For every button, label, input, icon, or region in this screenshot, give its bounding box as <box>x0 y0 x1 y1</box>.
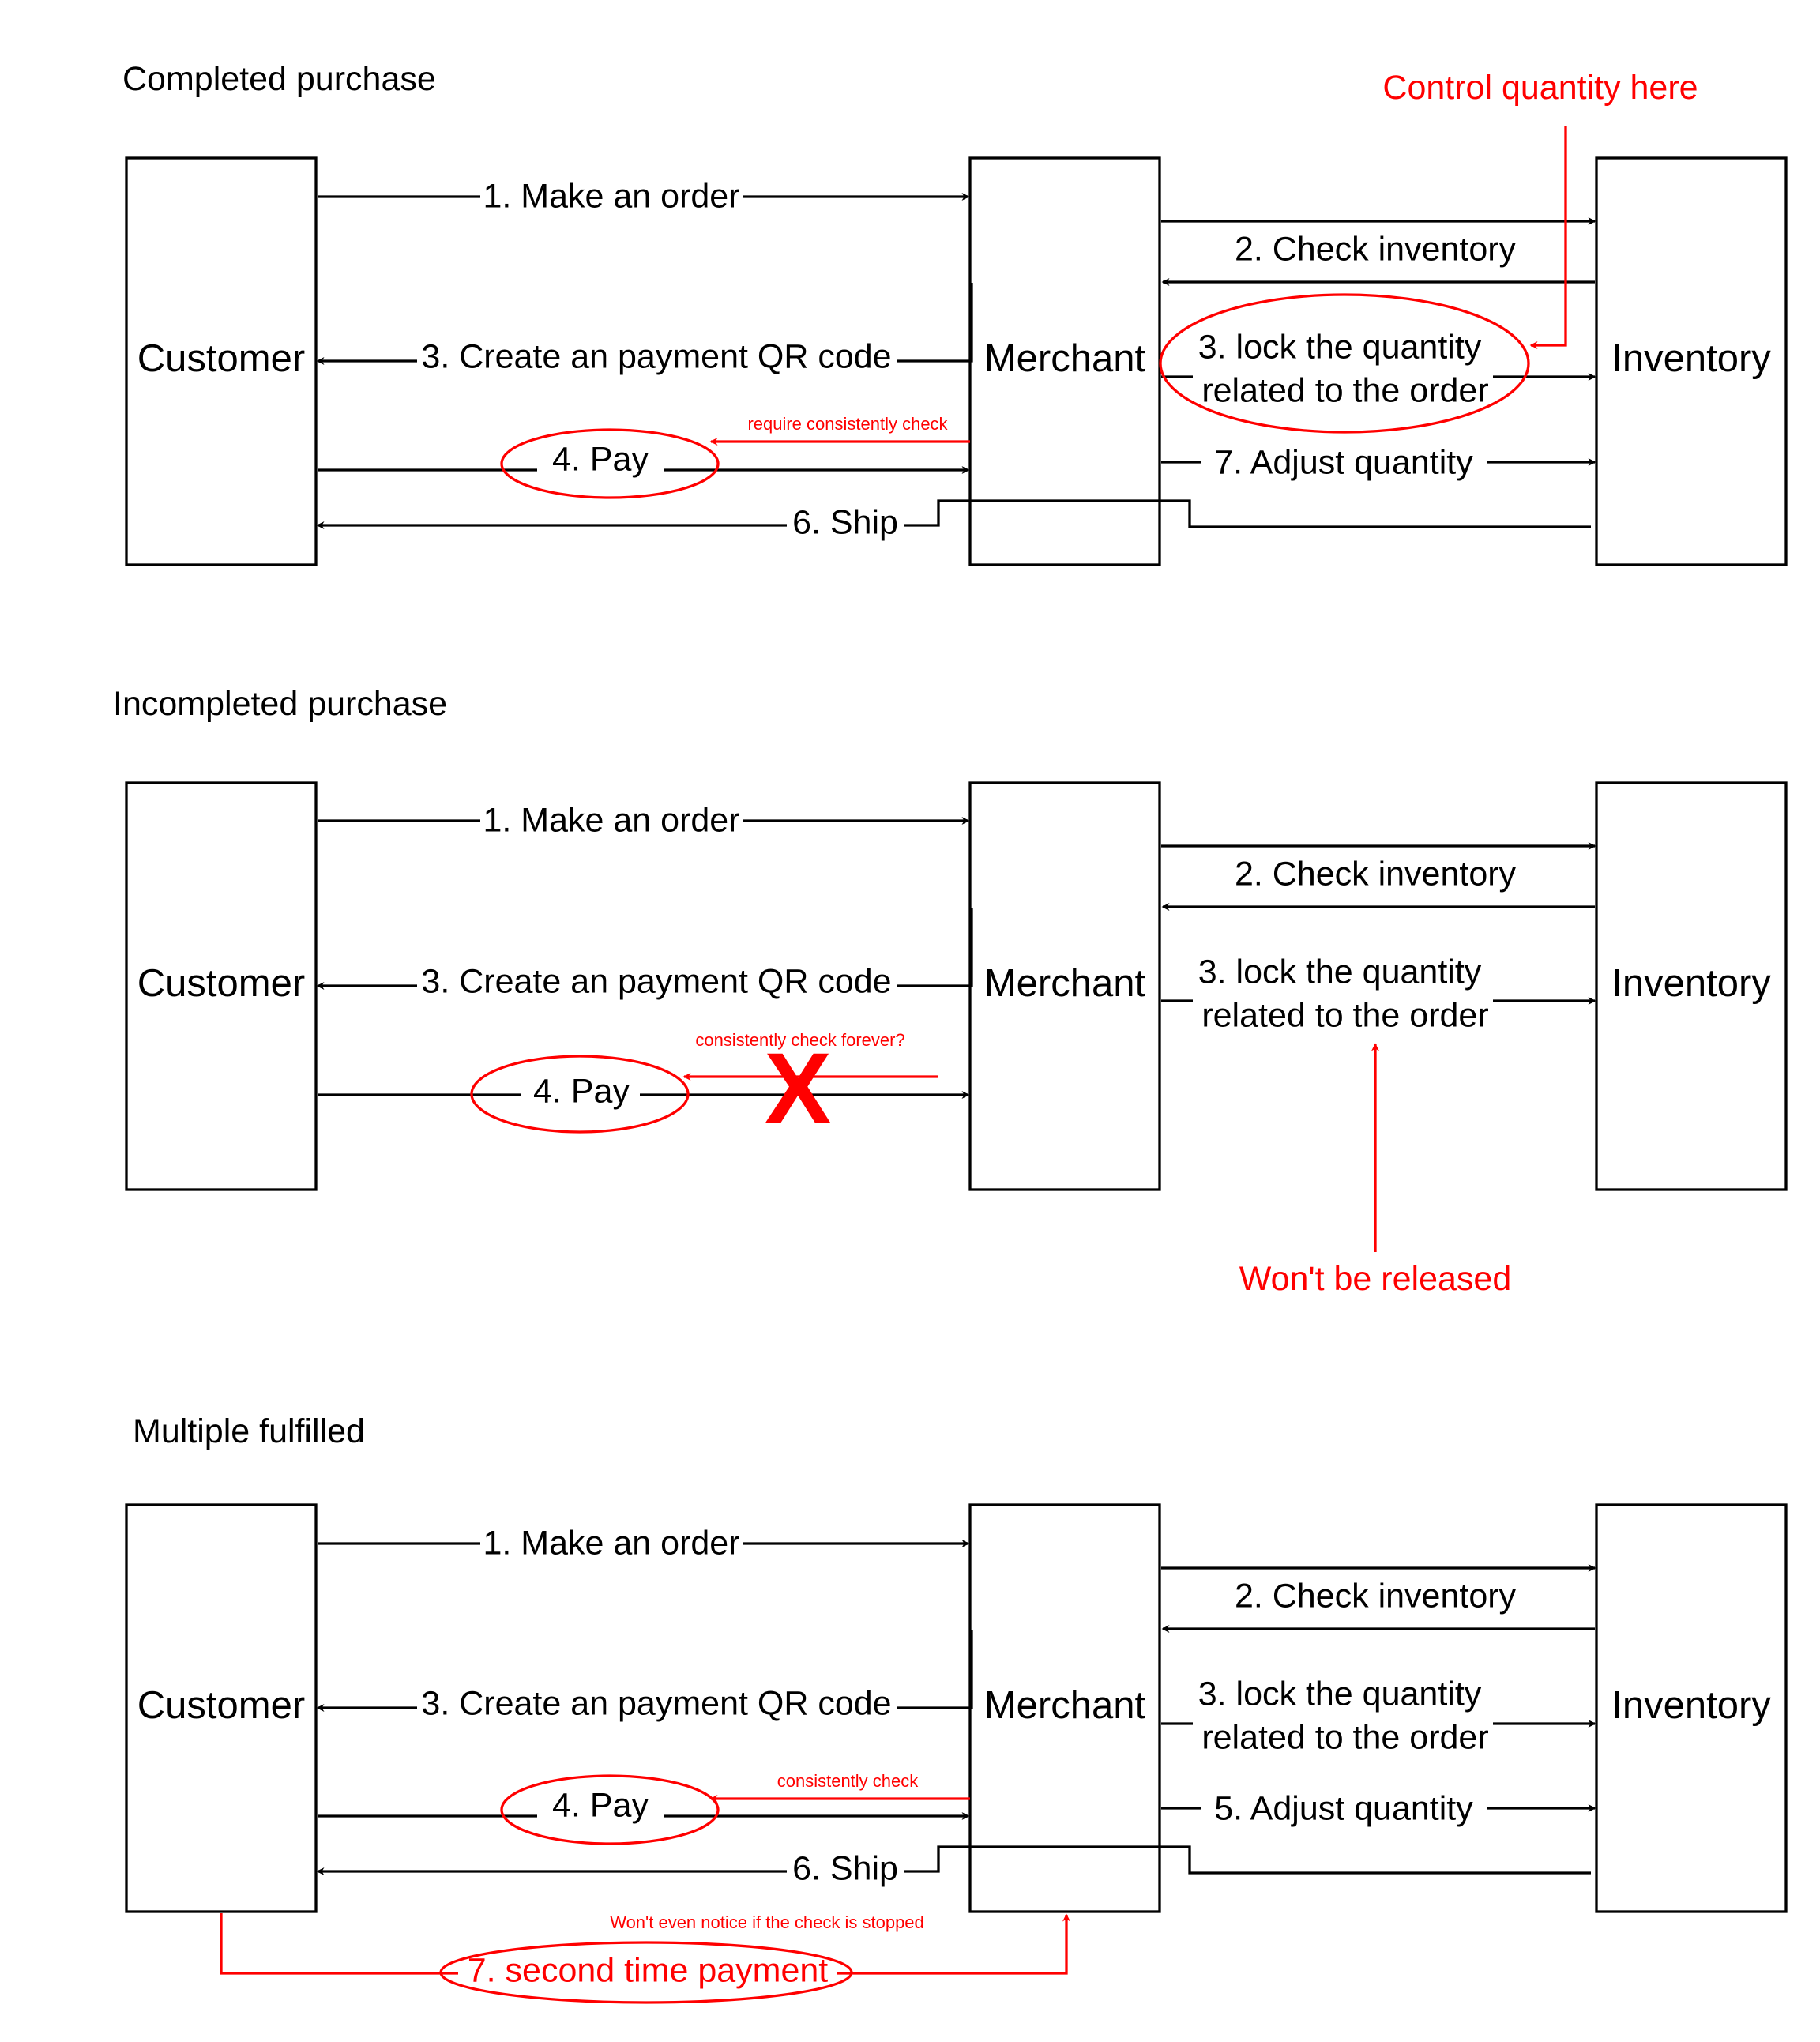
check-forever-label: consistently check forever? <box>695 1030 904 1050</box>
pay-highlight <box>500 428 720 499</box>
adjust-quantity-label: 7. Adjust quantity <box>1214 443 1473 481</box>
inventory-label: Inventory <box>1611 1684 1771 1727</box>
pay-highlight <box>500 1774 720 1845</box>
check-inventory-label: 2. Check inventory <box>1235 230 1517 268</box>
cross-mark: X <box>764 1032 831 1145</box>
incompleted-purchase-section: Incompleted purchase Customer Merchant I… <box>113 685 1788 1298</box>
inventory-box <box>1595 781 1788 1191</box>
merchant-label: Merchant <box>984 962 1146 1005</box>
second-payment-label: 7. second time payment <box>468 1951 829 1989</box>
merchant-label: Merchant <box>984 337 1146 380</box>
merchant-box <box>968 781 1161 1191</box>
make-order-label: 1. Make an order <box>483 1524 739 1562</box>
pay-label: 4. Pay <box>552 1786 649 1824</box>
check-inventory-label: 2. Check inventory <box>1235 1577 1517 1615</box>
consistently-check-label: consistently check <box>777 1771 919 1791</box>
lock-quantity-label-line2: related to the order <box>1201 1718 1488 1756</box>
merchant-box <box>968 1503 1161 1913</box>
lock-quantity-label-line1: 3. lock the quantity <box>1198 328 1482 366</box>
inventory-label: Inventory <box>1611 962 1771 1005</box>
merchant-label: Merchant <box>984 1684 1146 1727</box>
check-inventory-label: 2. Check inventory <box>1235 855 1517 893</box>
create-qr-label: 3. Create an payment QR code <box>421 962 891 1000</box>
control-quantity-note: Control quantity here <box>1382 69 1698 107</box>
lock-quantity-label-line2: related to the order <box>1201 996 1488 1034</box>
customer-box <box>125 1503 318 1913</box>
control-quantity-pointer <box>1529 126 1567 349</box>
ship-arrow <box>316 499 1591 529</box>
create-qr-label: 3. Create an payment QR code <box>421 337 891 375</box>
completed-purchase-section: Completed purchase Customer Merchant Inv… <box>122 60 1788 566</box>
pay-highlight <box>470 1055 690 1134</box>
ship-label: 6. Ship <box>792 1849 898 1887</box>
make-order-label: 1. Make an order <box>483 177 739 215</box>
customer-label: Customer <box>137 1684 305 1727</box>
not-released-note: Won't be released <box>1239 1260 1511 1298</box>
section-title: Multiple fulfilled <box>133 1412 365 1450</box>
customer-box <box>125 781 318 1191</box>
inventory-label: Inventory <box>1611 337 1771 380</box>
adjust-quantity-label: 5. Adjust quantity <box>1214 1789 1473 1827</box>
ship-label: 6. Ship <box>792 503 898 541</box>
section-title: Incompleted purchase <box>113 685 447 723</box>
customer-box <box>125 156 318 566</box>
pay-label: 4. Pay <box>552 440 649 478</box>
second-payment-highlight <box>439 1941 853 2004</box>
create-qr-label: 3. Create an payment QR code <box>421 1684 891 1722</box>
make-order-label: 1. Make an order <box>483 801 739 839</box>
merchant-box <box>968 156 1161 566</box>
inventory-box <box>1595 1503 1788 1913</box>
require-check-label: require consistently check <box>747 414 948 434</box>
section-title: Completed purchase <box>122 60 436 98</box>
lock-quantity-label-line2: related to the order <box>1201 371 1488 409</box>
customer-label: Customer <box>137 337 305 380</box>
wont-notice-label: Won't even notice if the check is stoppe… <box>610 1912 924 1932</box>
lock-quantity-highlight <box>1159 293 1530 434</box>
inventory-box <box>1595 156 1788 566</box>
multiple-fulfilled-section: Multiple fulfilled Customer Merchant Inv… <box>125 1412 1788 2004</box>
lock-quantity-label-line1: 3. lock the quantity <box>1198 1675 1482 1713</box>
pay-label: 4. Pay <box>533 1072 630 1110</box>
customer-label: Customer <box>137 962 305 1005</box>
ship-arrow <box>316 1845 1591 1875</box>
lock-quantity-label-line1: 3. lock the quantity <box>1198 953 1482 991</box>
